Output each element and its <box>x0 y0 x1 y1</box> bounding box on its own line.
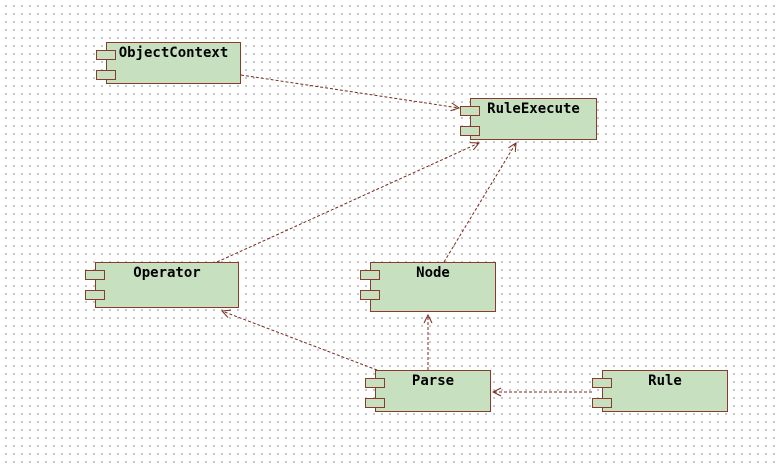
component-body <box>106 42 241 84</box>
component-parse[interactable]: Parse <box>365 370 491 412</box>
component-label: Rule <box>648 373 682 389</box>
component-objectcontext[interactable]: ObjectContext <box>96 42 241 84</box>
component-port-icon <box>460 126 480 136</box>
component-body <box>370 262 496 312</box>
component-label: Operator <box>133 265 201 281</box>
component-rule[interactable]: Rule <box>592 370 728 412</box>
component-port-icon <box>96 70 116 80</box>
component-node[interactable]: Node <box>360 262 496 312</box>
component-label: RuleExecute <box>487 101 580 117</box>
dependency-objectcontext-ruleexecute <box>240 74 459 108</box>
dependency-parse-operator <box>222 311 378 371</box>
component-port-icon <box>460 106 480 116</box>
component-body <box>470 98 597 140</box>
component-port-icon <box>592 398 612 408</box>
component-port-icon <box>85 290 105 300</box>
component-port-icon <box>365 378 385 388</box>
dependency-node-ruleexecute <box>443 143 516 263</box>
dependency-operator-ruleexecute <box>216 143 479 263</box>
component-port-icon <box>365 398 385 408</box>
component-port-icon <box>592 378 612 388</box>
component-label: Node <box>416 265 450 281</box>
component-label: Parse <box>411 373 455 389</box>
component-ruleexecute[interactable]: RuleExecute <box>460 98 597 140</box>
component-operator[interactable]: Operator <box>85 262 239 308</box>
component-body <box>375 370 491 412</box>
component-port-icon <box>360 270 380 280</box>
component-port-icon <box>360 290 380 300</box>
component-port-icon <box>96 50 116 60</box>
component-body <box>95 262 239 308</box>
component-port-icon <box>85 270 105 280</box>
component-body <box>602 370 728 412</box>
component-label: ObjectContext <box>118 45 229 61</box>
